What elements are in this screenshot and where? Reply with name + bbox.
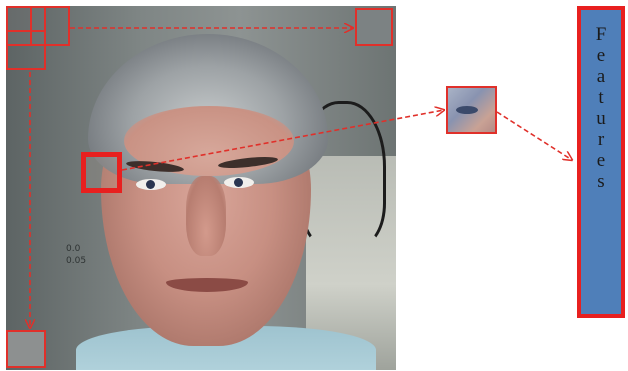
arrow-to-features (497, 112, 572, 160)
arrow-to-zoomed-patch (122, 110, 444, 170)
